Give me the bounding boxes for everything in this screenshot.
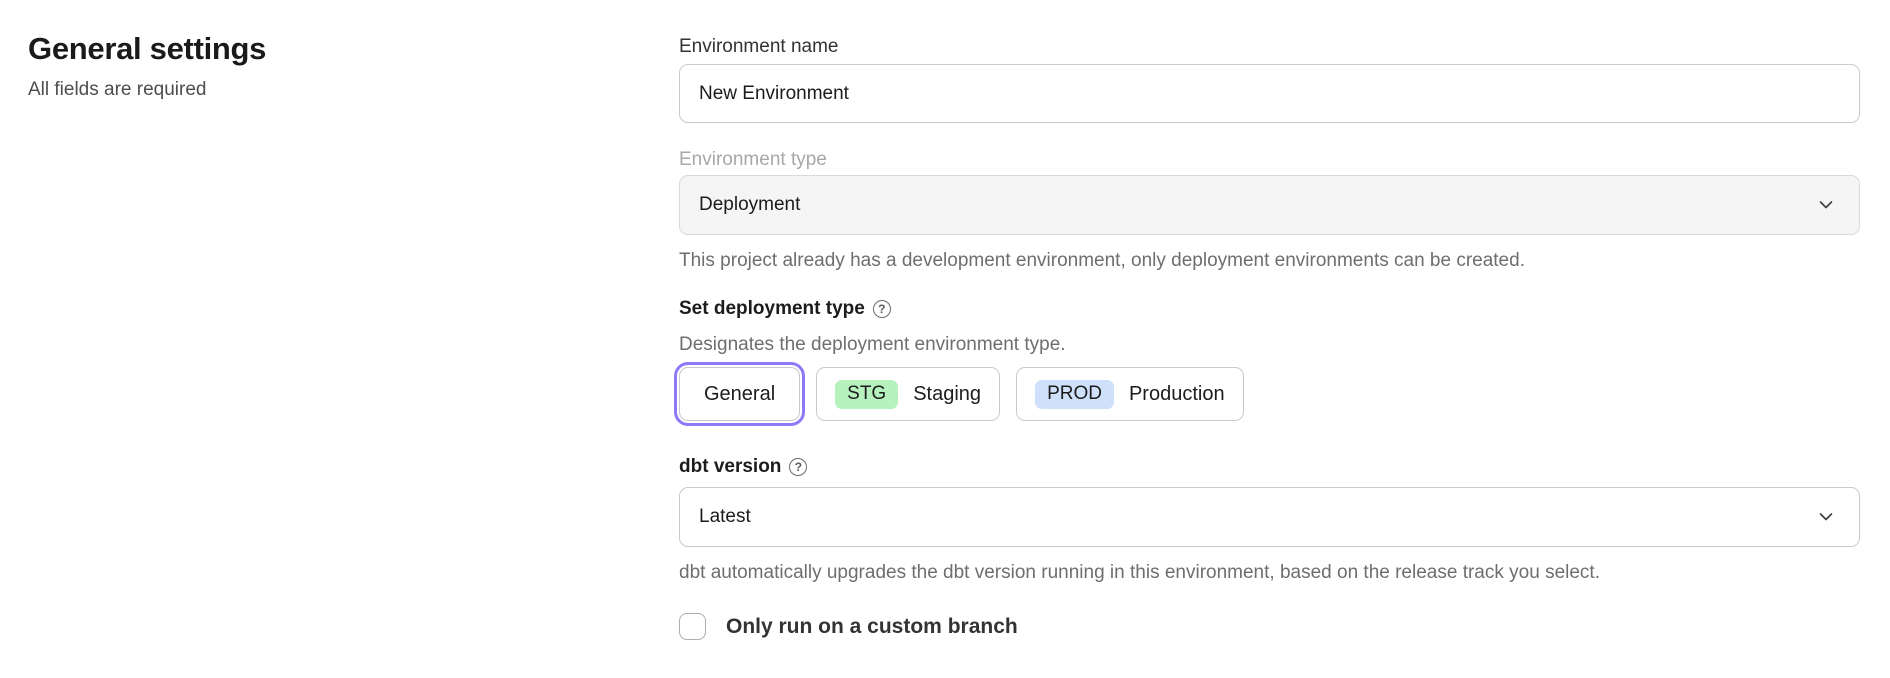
environment-name-input[interactable] [679,64,1860,123]
general-settings-form: Environment name Environment type Deploy… [673,0,1860,640]
chevron-down-icon [1819,513,1833,522]
custom-branch-row[interactable]: Only run on a custom branch [679,613,1860,640]
custom-branch-label: Only run on a custom branch [726,615,1018,638]
deployment-type-option-production[interactable]: PROD Production [1016,367,1244,421]
circle-question-icon[interactable]: ? [789,458,808,476]
settings-intro: General settings All fields are required [28,30,588,101]
chevron-down-icon [1819,201,1833,210]
environment-name-label: Environment name [679,36,839,57]
environment-type-helper: This project already has a development e… [679,250,1525,271]
environment-type-select: Deployment [679,175,1860,235]
environment-type-value: Deployment [699,194,801,215]
dbt-version-label: dbt version ? [679,456,1860,478]
circle-question-icon[interactable]: ? [872,300,891,318]
page-title: General settings [28,31,267,66]
prod-badge: PROD [1035,379,1114,409]
dbt-version-helper: dbt automatically upgrades the dbt versi… [679,562,1600,583]
deployment-type-option-general[interactable]: General [673,362,806,426]
stg-badge: STG [835,379,899,409]
deployment-type-options: General STG Staging PROD Production [673,362,1860,426]
custom-branch-checkbox[interactable] [679,613,706,640]
set-deployment-type-label: Set deployment type ? [679,298,1860,320]
option-production-label: Production [1128,382,1225,405]
page-subtitle: All fields are required [28,79,207,100]
option-staging-label: Staging [913,382,982,405]
option-general-label: General [704,382,776,405]
set-deployment-type-text: Set deployment type [679,298,865,319]
deployment-type-option-staging[interactable]: STG Staging [816,367,1001,421]
deployment-type-description: Designates the deployment environment ty… [679,334,1066,355]
dbt-version-select[interactable]: Latest [679,487,1860,547]
dbt-version-value: Latest [699,506,751,527]
environment-type-label: Environment type [679,149,827,170]
dbt-version-text: dbt version [679,456,782,477]
